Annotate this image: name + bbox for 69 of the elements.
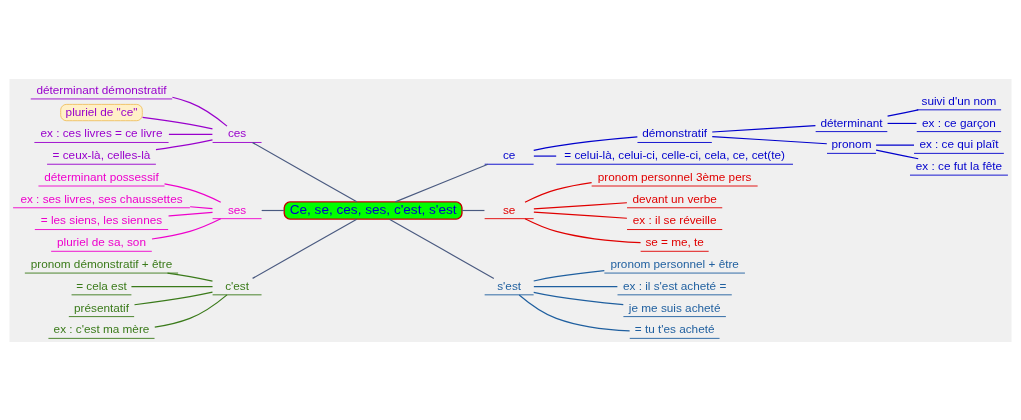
node-text: ex : c'est ma mère: [53, 321, 150, 335]
node-text: c'est: [225, 278, 249, 292]
node-text: déterminant possessif: [44, 169, 159, 183]
connector: [168, 133, 213, 135]
connector: [252, 218, 358, 279]
connector: [261, 209, 285, 211]
connector: [533, 201, 628, 209]
node-text: ex : ces livres = ce livre: [40, 125, 163, 139]
connector: [154, 293, 228, 328]
connector: [133, 291, 214, 305]
node-text: = ceux-là, celles-là: [52, 147, 151, 161]
node-text: se: [502, 202, 516, 216]
node-text: se = me, te: [645, 234, 704, 248]
node-text: ex : ce qui plaît: [919, 136, 999, 150]
node-text: déterminant: [820, 115, 883, 129]
connector: [711, 124, 816, 133]
connector: [171, 96, 228, 127]
node-text: pronom: [831, 136, 872, 150]
node-text: déterminant démonstratif: [36, 82, 167, 96]
node-text: ex : ce garçon: [922, 115, 996, 129]
node-text: ex : ce fut la fête: [915, 158, 1003, 172]
node-text: démonstratif: [642, 125, 708, 139]
node-text: s'est: [497, 278, 522, 292]
node-text: présentatif: [74, 300, 129, 314]
node-text: ex : ses livres, ses chaussettes: [20, 191, 183, 205]
connector: [189, 205, 214, 209]
connector: [130, 285, 214, 287]
connector: [533, 269, 605, 282]
node-text: je me suis acheté: [628, 300, 721, 314]
connector: [151, 217, 222, 240]
connector: [533, 291, 624, 305]
connector: [252, 141, 358, 202]
connector: [524, 181, 593, 203]
node-text: = tu t'es acheté: [634, 321, 715, 335]
node-text: pronom personnel + être: [610, 256, 739, 270]
connector: [142, 116, 214, 129]
node-text: suivi d'un nom: [921, 93, 997, 107]
node-box: pluriel de "ce": [60, 103, 143, 121]
connector: [875, 149, 919, 159]
connector: [533, 155, 557, 157]
node-text: ce: [502, 147, 516, 161]
node-text: ex : il s'est acheté =: [623, 278, 727, 292]
connector: [394, 163, 489, 202]
connector: [887, 108, 919, 117]
connector: [388, 218, 495, 279]
connector: [875, 144, 915, 146]
node-text: ces: [227, 125, 247, 139]
node-text: pluriel de sa, son: [57, 234, 146, 248]
connector: [166, 272, 214, 282]
connector: [518, 293, 631, 332]
connector: [163, 182, 222, 203]
node-text: devant un verbe: [632, 191, 717, 205]
connector: [533, 285, 618, 287]
connector: [711, 135, 828, 144]
node-text: ex : il se réveille: [632, 212, 717, 226]
connector: [533, 211, 628, 219]
node-text: pronom personnel 3ème pers: [597, 169, 752, 183]
node-text: ses: [227, 202, 247, 216]
connector: [533, 135, 638, 151]
node-text: = les siens, les siennes: [40, 212, 163, 226]
connector: [155, 138, 214, 150]
node-text: = celui-là, celui-ci, celle-ci, cela, ce, cet(te): [564, 147, 785, 161]
connector: [887, 122, 918, 124]
node-box: Ce, se, ces, ses, c'est, s'est: [283, 200, 463, 220]
connector: [524, 217, 642, 243]
node-text: = cela est: [76, 278, 127, 292]
connector: [461, 209, 486, 211]
node-text: pronom démonstratif + être: [30, 256, 173, 270]
connector: [167, 211, 214, 217]
